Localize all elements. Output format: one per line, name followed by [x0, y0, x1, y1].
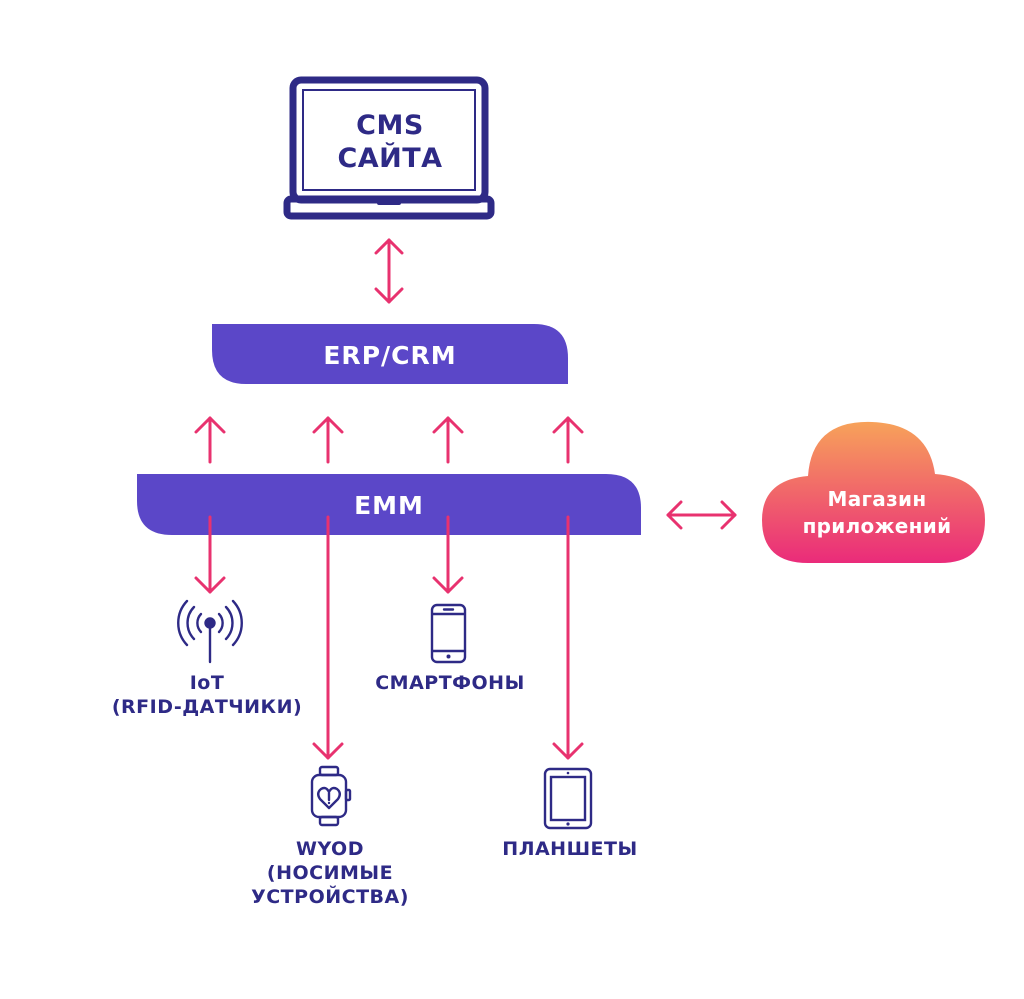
iot-label-line1: IoT — [189, 672, 225, 694]
iot-label: IoT (RFID-ДАТЧИКИ) — [92, 672, 322, 720]
tablet-icon — [543, 767, 593, 830]
iot-label-line2: (RFID-ДАТЧИКИ) — [111, 695, 303, 718]
wyod-label-line2: (НОСИМЫЕ — [266, 861, 394, 884]
laptop-erp-arrow — [374, 238, 404, 304]
smartphone-icon — [430, 603, 467, 664]
app-store-label-line2: приложений — [802, 514, 952, 538]
laptop-label: CMS САЙТА — [304, 110, 476, 176]
wyod-label: WYOD (НОСИМЫЕ УСТРОЙСТВА) — [220, 838, 440, 909]
erp-crm-bar — [212, 324, 568, 384]
emm-cloud-arrow — [666, 500, 737, 530]
emm-label: EMM — [354, 491, 424, 520]
app-store-label-line1: Магазин — [827, 487, 927, 511]
wyod-label-line3: УСТРОЙСТВА) — [251, 885, 409, 908]
smartwatch-icon — [310, 765, 352, 827]
laptop-icon — [283, 76, 495, 220]
antenna-icon — [177, 599, 243, 664]
cloud-icon — [762, 421, 985, 563]
emm-device-arrows — [194, 515, 584, 760]
app-store-label: Магазин приложений — [772, 486, 982, 540]
tablets-label: ПЛАНШЕТЫ — [502, 838, 638, 860]
laptop-label-line2: САЙТА — [337, 142, 443, 174]
wyod-label-line1: WYOD — [296, 838, 364, 860]
erp-crm-label: ERP/CRM — [323, 341, 457, 370]
laptop-label-line1: CMS — [356, 110, 424, 141]
smartphones-label: СМАРТФОНЫ — [375, 672, 525, 694]
emm-bar — [137, 474, 641, 535]
emm-erp-arrows — [194, 416, 584, 464]
